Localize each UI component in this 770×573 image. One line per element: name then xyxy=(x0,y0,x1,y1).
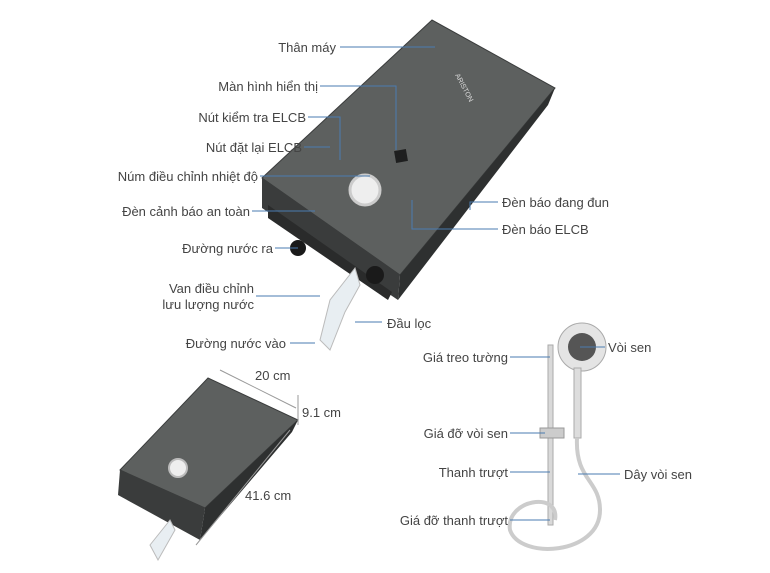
label-den-dang-dun: Đèn báo đang đun xyxy=(502,195,609,210)
label-man-hinh: Màn hình hiển thị xyxy=(218,79,318,94)
label-den-elcb: Đèn báo ELCB xyxy=(502,222,589,237)
label-gia-treo: Giá treo tường xyxy=(422,350,508,365)
label-num-dieu-chinh: Núm điều chỉnh nhiệt độ xyxy=(117,169,258,184)
label-nut-kiem-tra: Nút kiểm tra ELCB xyxy=(198,110,306,125)
label-thanh-truot: Thanh trượt xyxy=(438,465,508,480)
label-gia-do-thanh: Giá đỡ thanh trượt xyxy=(399,513,508,528)
dimension-height: 41.6 cm xyxy=(245,488,292,503)
leader-lines xyxy=(252,46,620,521)
label-nut-dat-lai: Nút đặt lại ELCB xyxy=(205,140,302,155)
temperature-knob xyxy=(348,173,382,207)
water-heater-dimensions xyxy=(118,369,299,562)
water-heater-main: ARISTON xyxy=(261,19,556,351)
label-day-voi: Dây vòi sen xyxy=(624,467,692,482)
label-voi-sen: Vòi sen xyxy=(608,340,652,355)
label-van-line2: lưu lượng nước xyxy=(162,297,254,312)
label-gia-do-voi: Giá đỡ vòi sen xyxy=(423,426,508,441)
label-than-may: Thân máy xyxy=(278,40,336,55)
label-duong-nuoc-ra: Đường nước ra xyxy=(182,241,273,256)
label-dau-loc: Đầu lọc xyxy=(387,316,432,331)
dimension-width: 20 cm xyxy=(255,368,291,383)
dimension-depth: 9.1 cm xyxy=(302,405,342,420)
label-duong-nuoc-vao: Đường nước vào xyxy=(185,336,286,351)
label-van-line1: Van điều chỉnh xyxy=(168,281,254,296)
label-den-canh-bao: Đèn cảnh báo an toàn xyxy=(122,204,250,219)
